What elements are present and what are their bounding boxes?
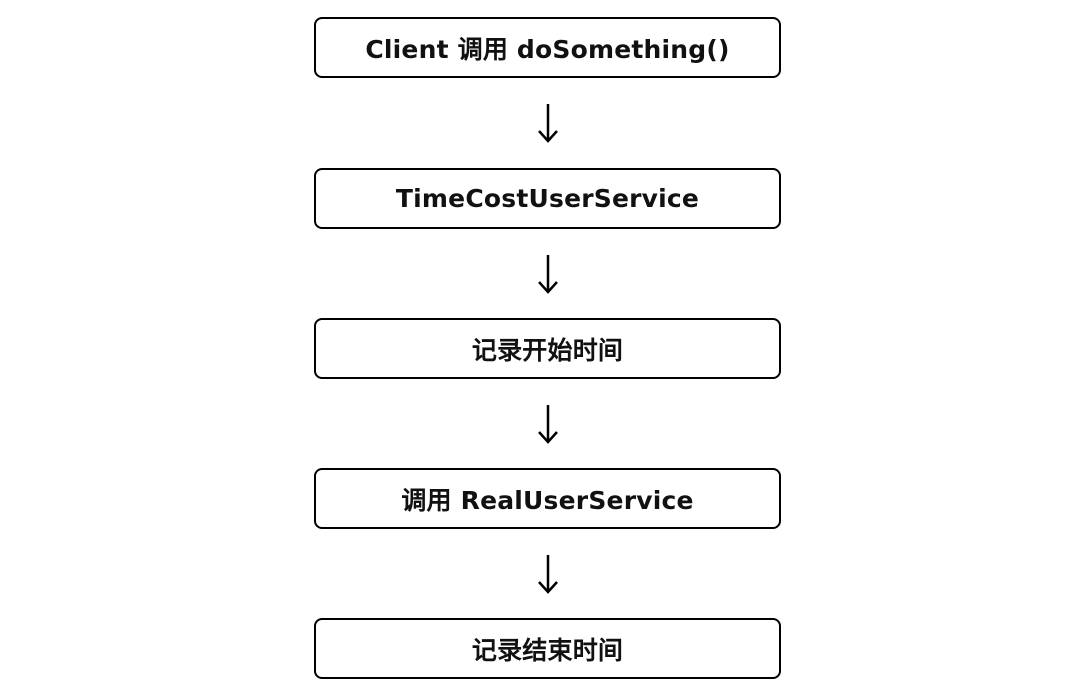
step-box-client-call: Client 调用 doSomething() [314,17,781,78]
down-arrow-icon [530,401,566,451]
step-label: 记录结束时间 [471,635,624,665]
step-label: TimeCostUserService [395,184,700,213]
step-box-record-start-time: 记录开始时间 [314,318,781,379]
down-arrow-icon [530,551,566,601]
step-label: 调用 RealUserService [401,485,694,515]
step-box-call-real-service: 调用 RealUserService [314,468,781,529]
down-arrow-icon [530,100,566,150]
down-arrow-icon [530,251,566,301]
step-label: 记录开始时间 [471,335,624,365]
step-box-timecost-service: TimeCostUserService [314,168,781,229]
step-box-record-end-time: 记录结束时间 [314,618,781,679]
step-label: Client 调用 doSomething() [365,34,730,64]
